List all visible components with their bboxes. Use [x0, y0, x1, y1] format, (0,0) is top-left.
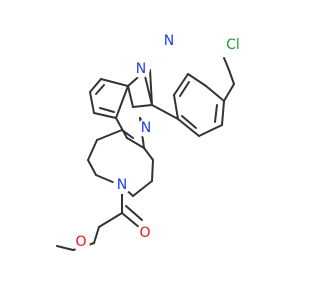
bond	[98, 212, 123, 228]
bond	[89, 91, 95, 114]
atom-o-carbonyl: O	[136, 224, 154, 242]
bond	[93, 112, 117, 119]
atom-label-o: O	[139, 225, 150, 241]
double-bond-inner	[125, 205, 143, 221]
bond	[115, 117, 128, 139]
bond	[205, 85, 225, 102]
bond-layer	[56, 57, 235, 251]
atom-label-n: N	[117, 177, 127, 193]
bond	[143, 147, 154, 161]
bond	[223, 83, 235, 102]
bond	[173, 73, 189, 96]
double-bond-inner	[214, 104, 218, 123]
bond	[198, 124, 223, 137]
atom-n-pyrrole: N	[132, 60, 150, 78]
bond	[100, 78, 129, 87]
bond	[89, 78, 102, 93]
bond	[228, 69, 235, 85]
bond	[93, 226, 100, 244]
bond	[187, 73, 207, 87]
bond	[223, 57, 230, 71]
atom-n-diazepane-top: N	[137, 119, 155, 137]
double-bond-inner	[95, 84, 105, 95]
atom-label-n: N	[164, 33, 174, 49]
atom-label-o: O	[75, 234, 86, 250]
bond	[139, 117, 142, 121]
bond	[56, 245, 74, 251]
bond	[96, 129, 123, 141]
bond	[115, 85, 129, 119]
bond	[149, 69, 153, 106]
atom-n-pyridine: N	[160, 32, 178, 50]
bond	[132, 180, 153, 197]
atom-n-diazepane-bottom: N	[113, 176, 131, 194]
atom-label-n: N	[136, 61, 146, 77]
bond	[126, 137, 145, 149]
double-bond-inner	[99, 107, 115, 113]
chemical-structure-diagram: N Cl N N N O O	[56, 32, 245, 251]
bond	[177, 118, 200, 137]
bond	[121, 212, 141, 229]
double-bond-inner	[179, 81, 190, 97]
bond	[87, 159, 97, 176]
bond	[221, 100, 225, 126]
bond	[121, 129, 134, 139]
atom-label-cl: Cl	[226, 37, 240, 53]
double-bond-inner	[181, 115, 197, 129]
bond	[151, 159, 154, 182]
atom-label-n: N	[141, 120, 151, 136]
atom-label-layer: N Cl N N N O O	[72, 32, 245, 251]
bond	[87, 139, 98, 161]
bond	[143, 71, 153, 106]
bond	[173, 94, 179, 120]
atom-o-ether: O	[72, 233, 90, 251]
bond	[151, 104, 179, 120]
atom-cl: Cl	[221, 33, 245, 57]
bond	[127, 85, 134, 108]
bond	[132, 104, 153, 108]
